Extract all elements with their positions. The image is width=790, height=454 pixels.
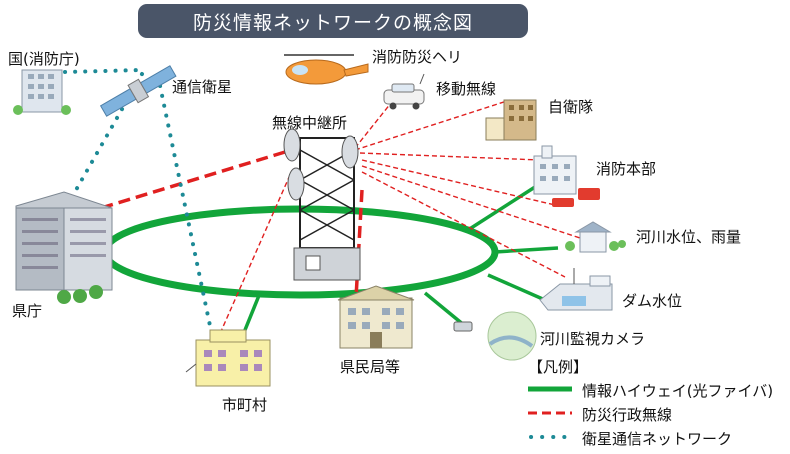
node-label-jieitai: 自衛隊 (548, 98, 594, 116)
diagram-title: 防災情報ネットワークの概念図 (138, 4, 528, 38)
dam-icon (539, 268, 613, 311)
river-gauge-icon (565, 221, 626, 253)
node-label-relay: 無線中継所 (272, 114, 348, 132)
legend-label-satellite: 衛星通信ネットワーク (582, 430, 733, 448)
legend-label-fiber: 情報ハイウェイ(光ファイバ) (582, 382, 774, 400)
legend-item-fiber: 情報ハイウェイ(光ファイバ) (528, 380, 788, 400)
node-label-camera: 河川監視カメラ (540, 330, 646, 348)
legend-dotted-line-icon (529, 435, 574, 439)
node-label-kenmin: 県民局等 (340, 358, 401, 376)
node-label-shichoson: 市町村 (222, 396, 268, 414)
node-label-dam: ダム水位 (622, 292, 683, 310)
river-camera-icon (453, 311, 537, 361)
kencho-building-icon (15, 191, 113, 304)
node-label-shobo: 消防本部 (596, 160, 657, 178)
legend-item-radio: 防災行政無線 (528, 404, 788, 424)
kenmin-building-icon (337, 285, 415, 349)
legend-solid-line-icon (528, 386, 572, 392)
fire-hq-building-icon (533, 145, 600, 207)
legend-item-satellite: 衛星通信ネットワーク (528, 428, 788, 448)
node-label-satellite: 通信衛星 (172, 78, 233, 96)
legend: 【凡例】 情報ハイウェイ(光ファイバ) 防災行政無線 衛星通信ネットワーク (524, 356, 786, 452)
radio-links (214, 97, 581, 346)
node-label-kencho: 県庁 (12, 302, 43, 320)
satellite-icon (99, 65, 177, 117)
node-label-river-level: 河川水位、雨量 (636, 228, 742, 246)
node-label-heli: 消防防災ヘリ (372, 48, 463, 66)
relay-tower-icon (283, 128, 361, 281)
node-label-kuni: 国(消防庁) (8, 50, 80, 68)
node-label-mobile: 移動無線 (436, 80, 497, 98)
legend-label-radio: 防災行政無線 (582, 406, 673, 424)
jieitai-building-icon (485, 99, 537, 141)
legend-dashed-line-icon (528, 411, 572, 415)
satellite-links (63, 68, 216, 347)
radio-car-icon (383, 73, 425, 110)
helicopter-icon (284, 54, 369, 85)
shichoson-building-icon (185, 329, 271, 387)
legend-title: 【凡例】 (528, 358, 589, 376)
kuni-building-icon (13, 69, 71, 115)
